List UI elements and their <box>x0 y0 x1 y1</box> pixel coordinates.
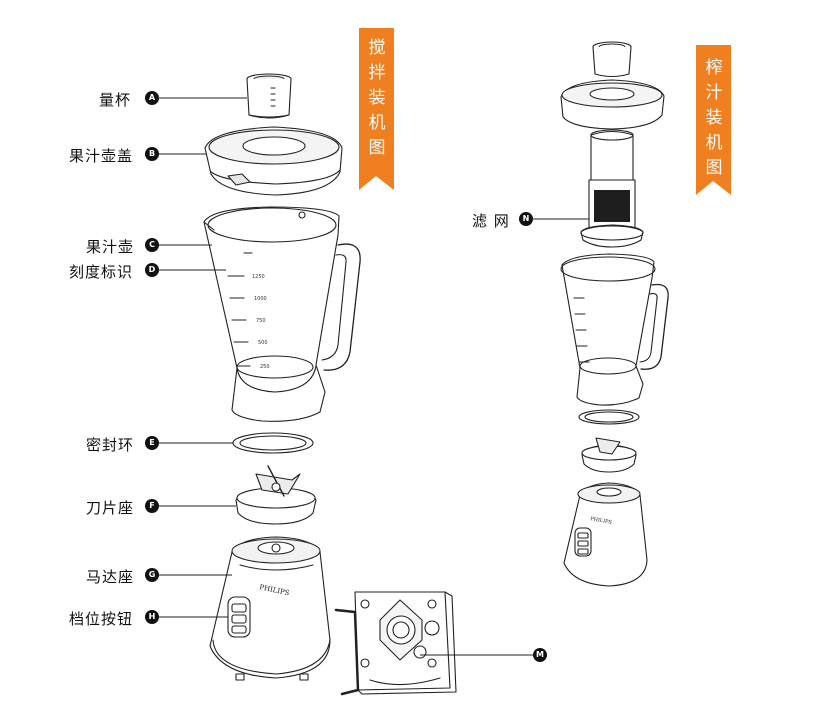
juicer-seal-ring <box>578 409 640 425</box>
label-measuring-cup: 量杯 <box>99 91 132 109</box>
badge-e: E <box>145 436 159 450</box>
jug-scale-1: 1250 <box>252 274 265 280</box>
filter <box>580 179 644 248</box>
juicer-blade-unit <box>581 437 637 473</box>
label-seal-ring: 密封环 <box>86 436 135 454</box>
badge-a: A <box>145 91 159 105</box>
jug-scale: 1250 1000 750 500 250 <box>252 274 270 370</box>
label-blade-unit: 刀片座 <box>86 499 135 517</box>
jug-lid <box>204 126 343 196</box>
motor-base <box>209 536 331 681</box>
label-filter: 滤 网 <box>472 212 510 230</box>
juicer-measuring-cup <box>592 41 632 78</box>
jug-scale-3: 750 <box>256 318 266 324</box>
jug <box>203 206 361 422</box>
base-inset <box>334 591 457 696</box>
leader-lines <box>158 97 589 656</box>
badge-n: N <box>519 212 533 226</box>
blade-unit <box>235 465 317 525</box>
banner-juicer-shape <box>696 45 731 195</box>
banner-blender: 搅拌装机图 <box>368 38 386 158</box>
juicer-lid <box>560 79 665 130</box>
badge-d: D <box>145 263 159 277</box>
label-motor-base: 马达座 <box>86 568 135 586</box>
label-speed-buttons: 档位按钮 <box>69 610 134 628</box>
label-scale-marks: 刻度标识 <box>69 263 134 281</box>
badge-g: G <box>145 568 159 582</box>
juicer-jug <box>560 253 669 406</box>
measuring-cup <box>246 73 292 119</box>
pusher-tube <box>590 129 634 181</box>
juicer-motor-base <box>563 482 648 587</box>
badge-m: M <box>533 648 547 662</box>
badge-b: B <box>145 147 159 161</box>
label-jug: 果汁壶 <box>86 238 135 256</box>
jug-scale-2: 1000 <box>254 296 267 302</box>
badge-h: H <box>145 610 159 624</box>
juicer-brand-text: PHILIPS <box>590 516 613 526</box>
banner-blender-shape <box>359 28 394 190</box>
label-jug-lid: 果汁壶盖 <box>69 147 134 165</box>
banner-juicer: 榨汁装机图 <box>705 58 723 178</box>
badge-c: C <box>145 238 159 252</box>
jug-scale-4: 500 <box>258 340 268 346</box>
jug-scale-5: 250 <box>260 364 270 370</box>
seal-ring <box>232 432 314 454</box>
badge-f: F <box>145 499 159 513</box>
